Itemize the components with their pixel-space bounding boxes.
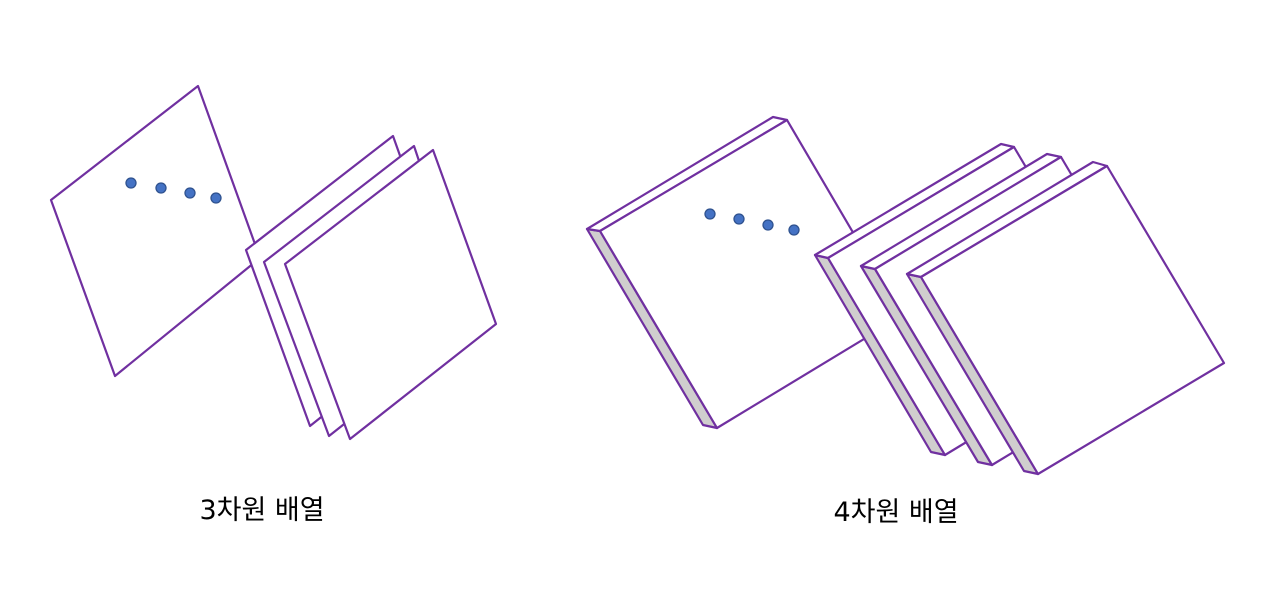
dot [762,219,774,231]
sheet-1 [49,84,262,378]
ellipsis-dots [704,208,800,236]
four-dim-array-caption: 4차원 배열 [833,497,958,528]
dot [155,182,167,194]
dot [788,224,800,236]
sheet-4 [283,148,498,441]
four-dim-array-figure: 4차원 배열 [585,115,1226,528]
dot [210,192,222,204]
dot [733,213,745,225]
three-dim-array-caption: 3차원 배열 [199,495,324,526]
slab-face [919,164,1226,476]
three-dim-array-figure: 3차원 배열 [49,84,498,526]
dot [704,208,716,220]
slab-1 [585,115,904,430]
dot [184,187,196,199]
slab-4 [905,160,1226,476]
dot [125,177,137,189]
ellipsis-dots [125,177,222,204]
